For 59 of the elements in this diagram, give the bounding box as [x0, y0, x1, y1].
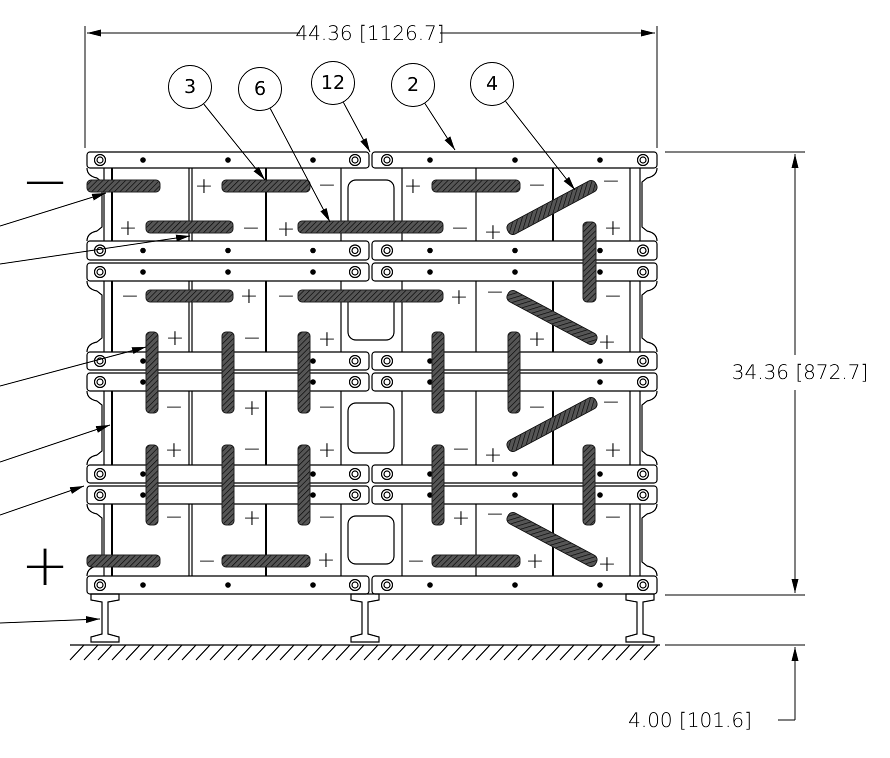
- polarity-sign: −: [318, 175, 336, 197]
- polarity-sign: +: [194, 176, 214, 198]
- polarity-sign: −: [198, 551, 216, 573]
- polarity-sign: −: [318, 397, 336, 419]
- dimension-label: 44.36 [1126.7]: [295, 23, 445, 43]
- polarity-sign: −: [406, 551, 426, 573]
- polarity-sign: +: [604, 218, 622, 240]
- polarity-sign: +: [604, 440, 622, 462]
- polarity-sign: +: [316, 550, 336, 572]
- polarity-sign: +: [404, 176, 422, 198]
- polarity-sign: +: [118, 218, 138, 240]
- polarity-sign: +: [240, 286, 258, 308]
- polarity-sign: −: [528, 175, 546, 197]
- polarity-sign: +: [528, 329, 546, 351]
- leader-line: [505, 100, 576, 190]
- callout-number: 2: [391, 63, 435, 107]
- polarity-sign: +: [164, 440, 184, 462]
- callout-number: 12: [311, 61, 355, 105]
- polarity-sign: −: [602, 392, 620, 414]
- leader-line: [270, 108, 330, 222]
- polarity-sign: −: [276, 286, 296, 308]
- terminal-polarity-sign: −: [20, 152, 70, 210]
- polarity-sign: +: [598, 554, 616, 576]
- polarity-sign: −: [604, 507, 622, 529]
- polarity-sign: +: [484, 222, 502, 244]
- polarity-sign: −: [486, 504, 504, 526]
- polarity-sign: −: [120, 286, 140, 308]
- polarity-sign: −: [164, 507, 184, 529]
- polarity-sign: −: [164, 397, 184, 419]
- polarity-sign: +: [452, 508, 470, 530]
- leader-line: [203, 104, 266, 180]
- polarity-sign: −: [604, 286, 622, 308]
- polarity-sign: −: [452, 439, 470, 461]
- polarity-sign: +: [318, 440, 336, 462]
- polarity-sign: +: [276, 219, 296, 241]
- polarity-sign: −: [318, 507, 336, 529]
- polarity-sign: −: [602, 171, 620, 193]
- leader-line: [342, 102, 370, 152]
- polarity-sign: −: [242, 328, 262, 350]
- polarity-sign: −: [528, 397, 546, 419]
- callout-number: 3: [168, 65, 212, 109]
- polarity-sign: −: [242, 218, 260, 240]
- callout-number: 4: [470, 62, 514, 106]
- polarity-sign: +: [450, 287, 468, 309]
- polarity-sign: +: [526, 551, 544, 573]
- polarity-sign: −: [486, 282, 504, 304]
- leader-line: [424, 102, 456, 150]
- polarity-sign: −: [242, 439, 262, 461]
- polarity-sign: +: [484, 445, 502, 467]
- polarity-sign: −: [450, 218, 470, 240]
- polarity-sign: +: [166, 328, 184, 350]
- polarity-sign: +: [242, 508, 262, 530]
- dimension-label: 34.36 [872.7]: [732, 362, 868, 382]
- polarity-sign: +: [598, 332, 616, 354]
- dimension-label: 4.00 [101.6]: [628, 710, 752, 730]
- callout-number: 6: [238, 67, 282, 111]
- polarity-sign: +: [242, 398, 262, 420]
- terminal-polarity-sign: +: [20, 536, 70, 594]
- polarity-sign: +: [318, 329, 336, 351]
